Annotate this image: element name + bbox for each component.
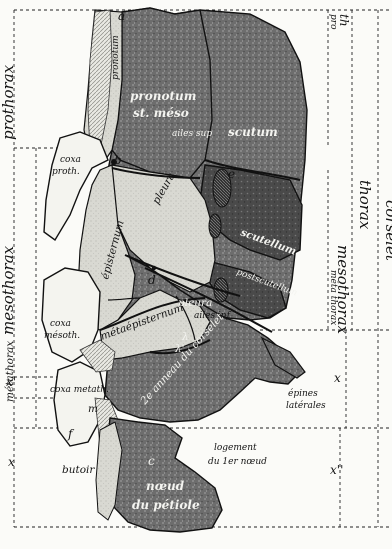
label-pronotum: pronotum: [130, 89, 196, 103]
label-pronotum-side: pronotum: [111, 35, 121, 80]
callosity-middle: [209, 214, 221, 238]
label-ailes-sup: ailes sup: [172, 129, 212, 139]
label-thorax-abbrev-top: th: [337, 14, 351, 27]
label-corselet: corselet: [382, 200, 392, 262]
label-thorax-abbrev-top2: pro: [328, 14, 338, 30]
label-mesothorax-left: mesothorax: [0, 245, 17, 335]
label-scutum: scutum: [228, 125, 278, 139]
label-coxa-proth-2: proth.: [52, 167, 80, 177]
label-coxa-meta: coxa metath.: [50, 385, 109, 395]
greek-lambda: λ: [181, 331, 189, 343]
petiole-node: [108, 418, 222, 532]
label-coxa-proth-1: coxa: [60, 155, 81, 165]
label-prothorax: prothorax: [0, 64, 17, 140]
label-noeud-2: du pétiole: [132, 498, 200, 512]
x-prime: x': [6, 375, 16, 389]
letter-d: d: [148, 273, 156, 287]
label-thorax: thorax: [356, 180, 374, 230]
greek-lambda2: λ': [174, 343, 185, 355]
marker-dot-d: [152, 266, 156, 270]
label-epines-1: épines: [288, 388, 318, 399]
x-upper: x: [334, 371, 341, 385]
letter-a: a: [118, 9, 125, 23]
label-logement-1: logement: [214, 443, 257, 453]
letter-e: e: [228, 167, 235, 181]
label-coxa-meso-1: coxa: [50, 319, 71, 329]
label-pleura2: pleura: [178, 297, 212, 309]
label-noeud-1: nœud: [146, 479, 185, 493]
label-logement-2: du 1er nœud: [208, 457, 267, 467]
x-double: x'': [330, 463, 343, 477]
label-epines-2: latérales: [286, 400, 326, 411]
label-metathorax-left: métathorax: [4, 341, 16, 402]
label-coxa-meso-2: mésoth.: [44, 330, 80, 341]
label-st-meso: st. méso: [133, 106, 189, 120]
letter-b: b: [114, 153, 122, 167]
x-lower: x: [8, 455, 15, 469]
label-thorax-abbrev-mid: méta thorax: [328, 270, 339, 325]
m-letter: m: [88, 403, 98, 415]
letter-c: c: [148, 454, 155, 468]
label-butoir: butoir: [62, 464, 95, 476]
